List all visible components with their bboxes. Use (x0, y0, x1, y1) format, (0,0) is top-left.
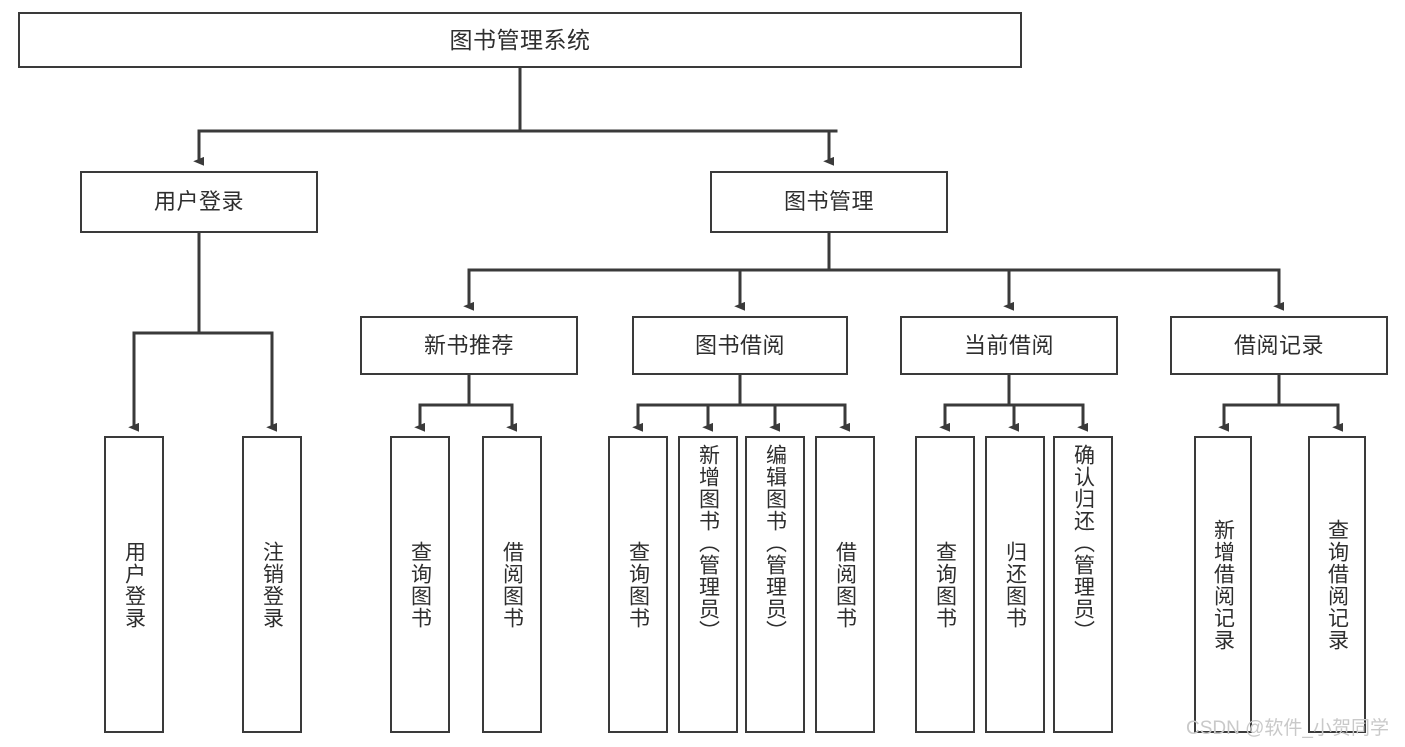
node-book-management[interactable]: 图书管理 (710, 171, 948, 233)
node-label: 用户登录 (153, 189, 244, 215)
node-leaf-borrow-book-2[interactable]: 借阅图书 (815, 436, 875, 733)
node-current-borrow[interactable]: 当前借阅 (900, 316, 1118, 375)
node-leaf-edit-book[interactable]: 编辑图书（管理员） (745, 436, 805, 733)
node-leaf-logout[interactable]: 注销登录 (242, 436, 302, 733)
node-leaf-add-record[interactable]: 新增借阅记录 (1194, 436, 1252, 733)
node-label: 新增图书（管理员） (696, 444, 720, 642)
node-label: 当前借阅 (963, 332, 1054, 358)
node-book-borrow[interactable]: 图书借阅 (632, 316, 848, 375)
node-label: 编辑图书（管理员） (763, 444, 787, 642)
node-user-login[interactable]: 用户登录 (80, 171, 318, 233)
node-leaf-add-book[interactable]: 新增图书（管理员） (678, 436, 738, 733)
node-label: 借阅图书 (500, 540, 524, 629)
node-label: 图书管理 (783, 189, 874, 215)
node-leaf-query-book-3[interactable]: 查询图书 (915, 436, 975, 733)
node-leaf-query-record[interactable]: 查询借阅记录 (1308, 436, 1366, 733)
node-label: 查询借阅记录 (1325, 518, 1349, 651)
node-label: 确认归还（管理员） (1071, 444, 1095, 642)
node-borrow-record[interactable]: 借阅记录 (1170, 316, 1388, 375)
node-leaf-user-login[interactable]: 用户登录 (104, 436, 164, 733)
node-label: 用户登录 (122, 540, 146, 629)
node-leaf-borrow-book-1[interactable]: 借阅图书 (482, 436, 542, 733)
node-label: 归还图书 (1003, 540, 1027, 629)
node-leaf-return-book[interactable]: 归还图书 (985, 436, 1045, 733)
node-leaf-query-book-2[interactable]: 查询图书 (608, 436, 668, 733)
node-new-book-recommend[interactable]: 新书推荐 (360, 316, 578, 375)
node-label: 查询图书 (933, 540, 957, 629)
node-label: 借阅图书 (833, 540, 857, 629)
node-root-system[interactable]: 图书管理系统 (18, 12, 1022, 68)
node-label: 查询图书 (408, 540, 432, 629)
node-leaf-query-book-1[interactable]: 查询图书 (390, 436, 450, 733)
csdn-watermark: CSDN @软件_小贺同学 (1186, 718, 1389, 739)
node-label: 新书推荐 (423, 332, 514, 358)
node-label: 注销登录 (260, 540, 284, 629)
node-label: 查询图书 (626, 540, 650, 629)
node-label: 新增借阅记录 (1211, 518, 1235, 651)
node-label: 图书管理系统 (449, 26, 591, 53)
node-label: 借阅记录 (1233, 332, 1324, 358)
node-leaf-confirm-return[interactable]: 确认归还（管理员） (1053, 436, 1113, 733)
node-label: 图书借阅 (694, 332, 785, 358)
